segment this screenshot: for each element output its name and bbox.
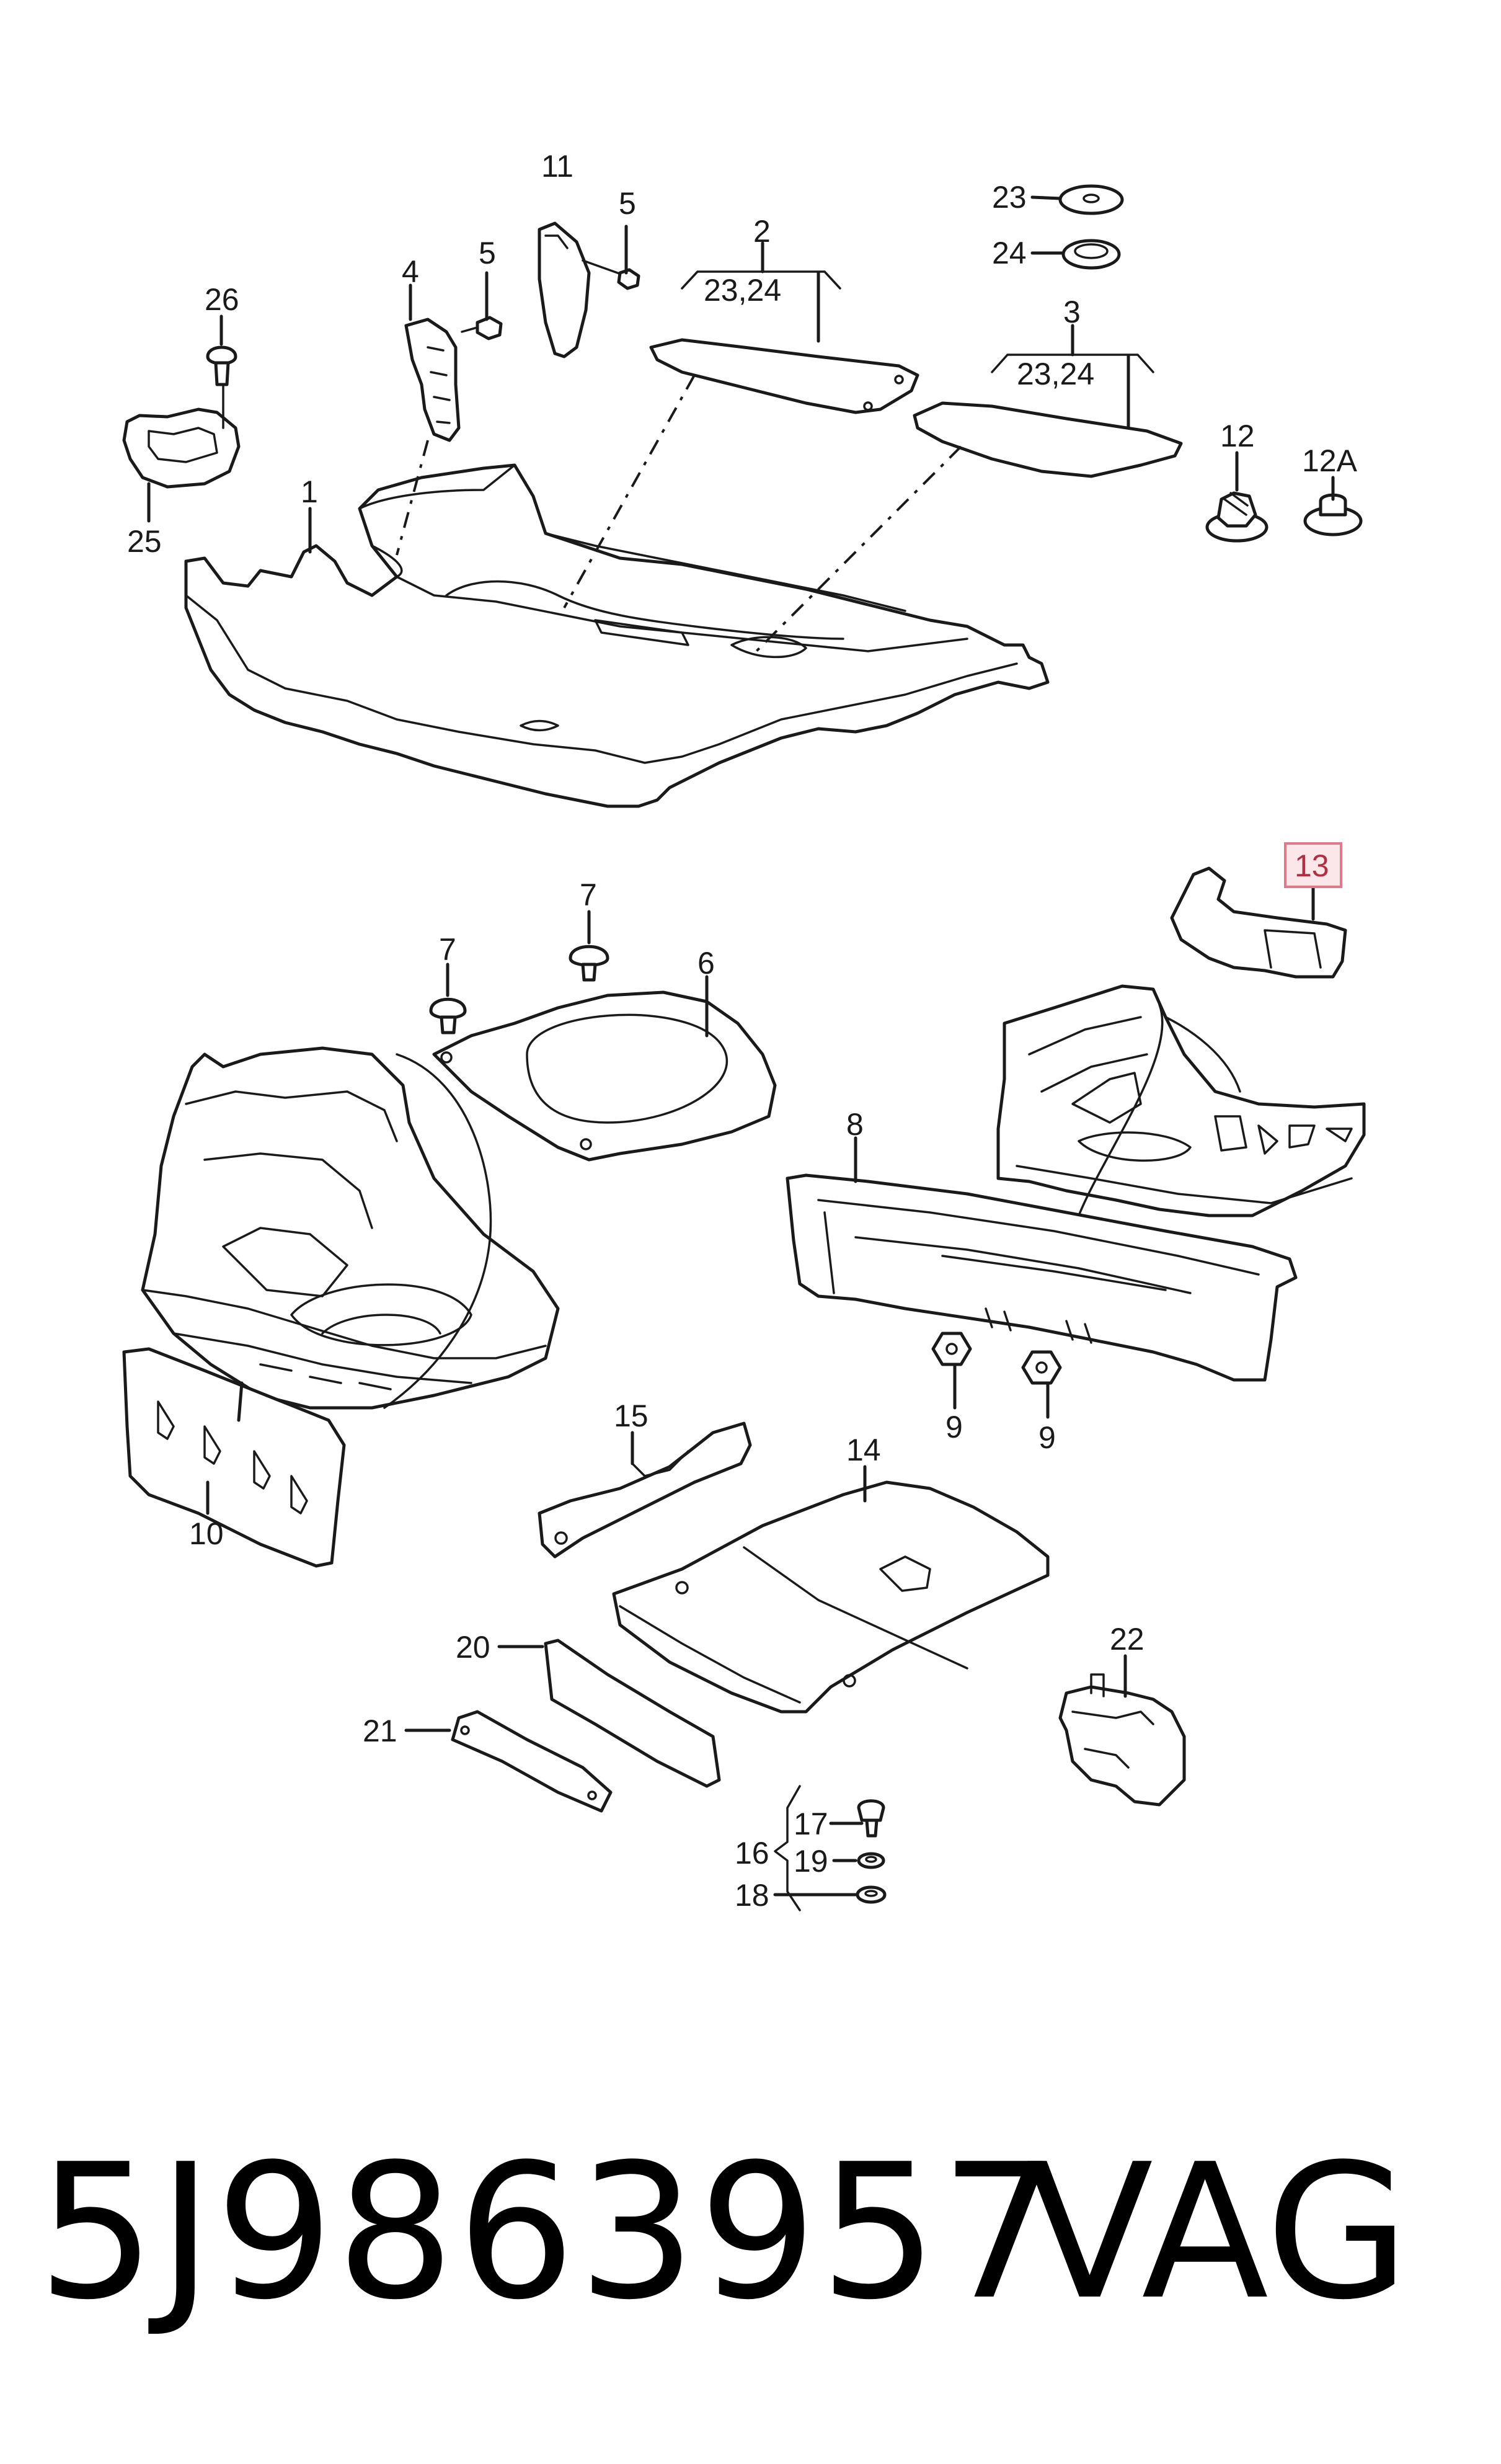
part-25-pocket (122, 383, 241, 523)
floor-carpet-assembly (184, 463, 1050, 808)
part-12A-clip (1303, 476, 1363, 536)
callout-21: 21 (363, 1714, 397, 1748)
callout-labels: 1 2 23,24 3 23,24 4 5 5 6 7 7 8 9 9 10 1… (127, 149, 1358, 1913)
callout-14: 14 (846, 1433, 881, 1467)
callout-2: 2 (753, 214, 771, 249)
part-6-cover (432, 975, 777, 1162)
footer: 5J9863957 VAG (37, 2133, 1463, 2332)
callout-10: 10 (189, 1516, 224, 1551)
callout-22: 22 (1110, 1622, 1145, 1657)
part-7-clip-upper (569, 910, 609, 982)
part-3-mat (755, 401, 1183, 652)
callout-20: 20 (456, 1630, 490, 1665)
part-4-bracket (396, 283, 461, 556)
part-10-sill (122, 1347, 346, 1568)
callout-18: 18 (735, 1878, 769, 1913)
callout-13-highlight (1284, 842, 1342, 888)
callout-7-lower: 7 (439, 932, 456, 967)
callout-3: 3 (1063, 295, 1081, 329)
callout-6: 6 (697, 946, 715, 981)
callout-25: 25 (127, 524, 162, 559)
part-13-trim (1170, 866, 1347, 979)
part-7-clip-lower (429, 963, 467, 1034)
callout-23: 23 (992, 180, 1027, 215)
callout-24: 24 (992, 236, 1027, 270)
callout-1: 1 (301, 474, 318, 509)
brand-label: VAG (1026, 2124, 1410, 2341)
callout-17: 17 (794, 1807, 828, 1841)
trunk-right-view (996, 984, 1366, 1217)
bracket-2 (681, 241, 841, 343)
callout-9-left: 9 (945, 1410, 963, 1444)
part-5-bolt-upper (617, 225, 640, 290)
part-8-panel (786, 1136, 1298, 1382)
part-22-bracket (1058, 1654, 1186, 1807)
callout-4: 4 (402, 254, 419, 289)
part-number: 5J9863957 (37, 2124, 1061, 2341)
callout-2-sub: 23,24 (704, 273, 781, 308)
bracket-16 (774, 1785, 801, 1911)
callout-15: 15 (614, 1399, 649, 1433)
part-17-bolt (829, 1799, 885, 1838)
callout-26: 26 (205, 282, 239, 317)
callout-7-upper: 7 (580, 878, 597, 912)
part-26-clip (206, 314, 237, 386)
callout-5-lower: 5 (479, 236, 496, 270)
callout-8: 8 (846, 1107, 864, 1142)
part-14-board (612, 1465, 1050, 1714)
callout-5-upper: 5 (619, 186, 636, 221)
callout-13: 13 (1295, 848, 1329, 883)
part-9-clip-left (931, 1332, 972, 1410)
callout-11: 11 (541, 149, 573, 184)
bracket-3 (991, 324, 1154, 430)
trunk-left-view (141, 1046, 560, 1410)
callout-16: 16 (735, 1836, 769, 1870)
part-20-strip (497, 1639, 721, 1788)
part-9-clip-right (1021, 1350, 1062, 1419)
part-21-strip (404, 1710, 613, 1813)
part-24-grommet (1030, 239, 1121, 270)
callout-3-sub: 23,24 (1017, 357, 1094, 391)
callout-12: 12 (1220, 419, 1255, 453)
part-23-washer (1030, 184, 1124, 215)
part-12-clip (1205, 451, 1269, 543)
part-18-washer (773, 1885, 887, 1904)
callout-19: 19 (794, 1844, 828, 1879)
callout-12A: 12A (1302, 443, 1358, 478)
part-5-bolt-lower (461, 271, 503, 340)
callout-9-right: 9 (1038, 1420, 1056, 1455)
part-15-rail (538, 1421, 752, 1559)
part-11-bracket (538, 221, 627, 358)
part-2-mat (563, 338, 919, 608)
part-19-washer (832, 1852, 885, 1869)
